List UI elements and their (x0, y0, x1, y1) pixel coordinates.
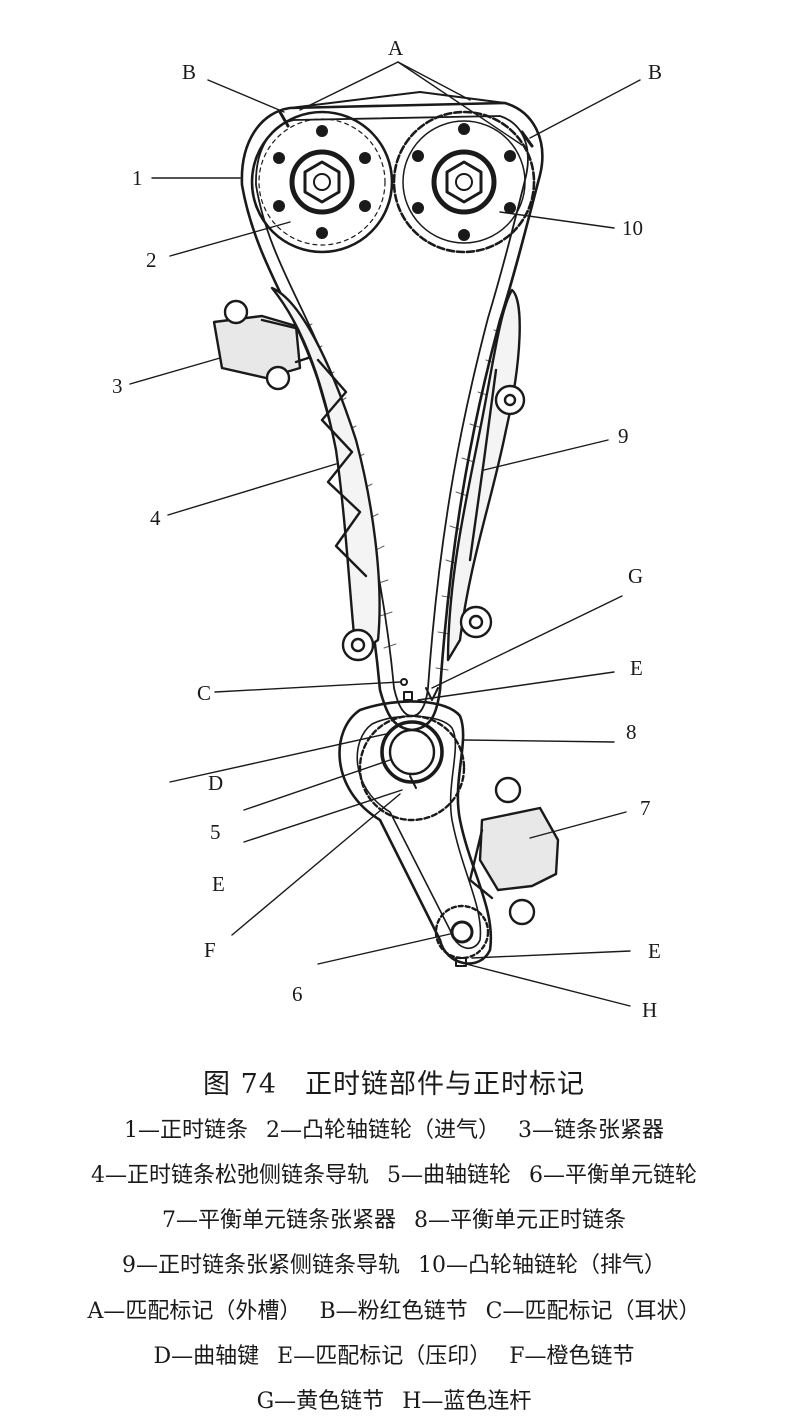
label-3: 3 (112, 374, 123, 398)
label-7: 7 (640, 796, 651, 820)
label-8: 8 (626, 720, 637, 744)
legend-item: A—匹配标记（外槽） (87, 1299, 302, 1324)
legend-item: 8—平衡单元正时链条 (414, 1208, 626, 1233)
label-4: 4 (150, 506, 161, 530)
figure-title: 图 74 正时链部件与正时标记 (203, 1069, 585, 1100)
tight-side-guide (446, 288, 526, 662)
legend-item: 10—凸轮轴链轮（排气） (418, 1253, 666, 1278)
legend-item: G—黄色链节 (256, 1389, 385, 1414)
balancer-chain (338, 700, 493, 965)
label-5: 5 (210, 820, 221, 844)
label-C: C (197, 681, 212, 705)
label-G: G (628, 564, 644, 588)
label-B-right: B (648, 60, 663, 84)
intake-cam-sprocket (250, 110, 394, 254)
label-1: 1 (132, 166, 143, 190)
legend-line-6: D—曲轴键 E—匹配标记（压印） F—橙色链节 (0, 1338, 788, 1370)
label-F: F (204, 938, 216, 962)
legend-item: C—匹配标记（耳状） (485, 1299, 701, 1324)
label-E3: E (648, 939, 661, 963)
legend-item: B—粉红色链节 (319, 1299, 468, 1324)
label-6: 6 (292, 982, 303, 1006)
legend-line-2: 4—正时链条松弛侧链条导轨 5—曲轴链轮 6—平衡单元链轮 (0, 1157, 788, 1189)
legend-item: H—蓝色连杆 (402, 1389, 532, 1414)
legend-item: 4—正时链条松弛侧链条导轨 (91, 1163, 369, 1188)
legend-item: E—匹配标记（压印） (277, 1344, 492, 1369)
balancer-sprocket (434, 904, 490, 960)
legend-line-7: G—黄色链节 H—蓝色连杆 (0, 1383, 788, 1415)
legend-item: 6—平衡单元链轮 (529, 1163, 697, 1188)
chain-tensioner (212, 299, 316, 391)
label-B-left: B (182, 60, 197, 84)
crank-sprocket (358, 714, 466, 822)
timing-chain-drawing (129, 61, 641, 1007)
legend-line-5: A—匹配标记（外槽） B—粉红色链节 C—匹配标记（耳状） (0, 1293, 788, 1325)
label-E2: E (212, 872, 225, 896)
label-D: D (208, 771, 224, 795)
legend-item: 1—正时链条 (124, 1118, 248, 1143)
slack-side-guide (270, 286, 381, 662)
legend-line-4: 9—正时链条张紧侧链条导轨 10—凸轮轴链轮（排气） (0, 1247, 788, 1279)
label-H: H (642, 998, 658, 1022)
legend-item: 5—曲轴链轮 (387, 1163, 511, 1188)
timing-chain-diagram: A B B 1 2 10 3 9 4 G E C 8 D 7 5 E F E 6… (112, 36, 663, 1022)
label-E1: E (630, 656, 643, 680)
legend-item: 7—平衡单元链条张紧器 (162, 1208, 396, 1233)
legend-item: D—曲轴键 (153, 1344, 260, 1369)
legend-line-1: 1—正时链条 2—凸轮轴链轮（进气） 3—链条张紧器 (0, 1112, 788, 1144)
legend-item: 3—链条张紧器 (518, 1118, 664, 1143)
legend-item: 2—凸轮轴链轮（进气） (266, 1118, 500, 1143)
label-A: A (388, 36, 404, 60)
exhaust-cam-sprocket (392, 110, 536, 254)
label-9: 9 (618, 424, 629, 448)
legend-item: 9—正时链条张紧侧链条导轨 (122, 1253, 400, 1278)
label-2: 2 (146, 248, 157, 272)
legend-line-3: 7—平衡单元链条张紧器 8—平衡单元正时链条 (0, 1202, 788, 1234)
balancer-tensioner (468, 776, 560, 926)
legend-item: F—橙色链节 (509, 1344, 635, 1369)
label-10: 10 (622, 216, 643, 240)
